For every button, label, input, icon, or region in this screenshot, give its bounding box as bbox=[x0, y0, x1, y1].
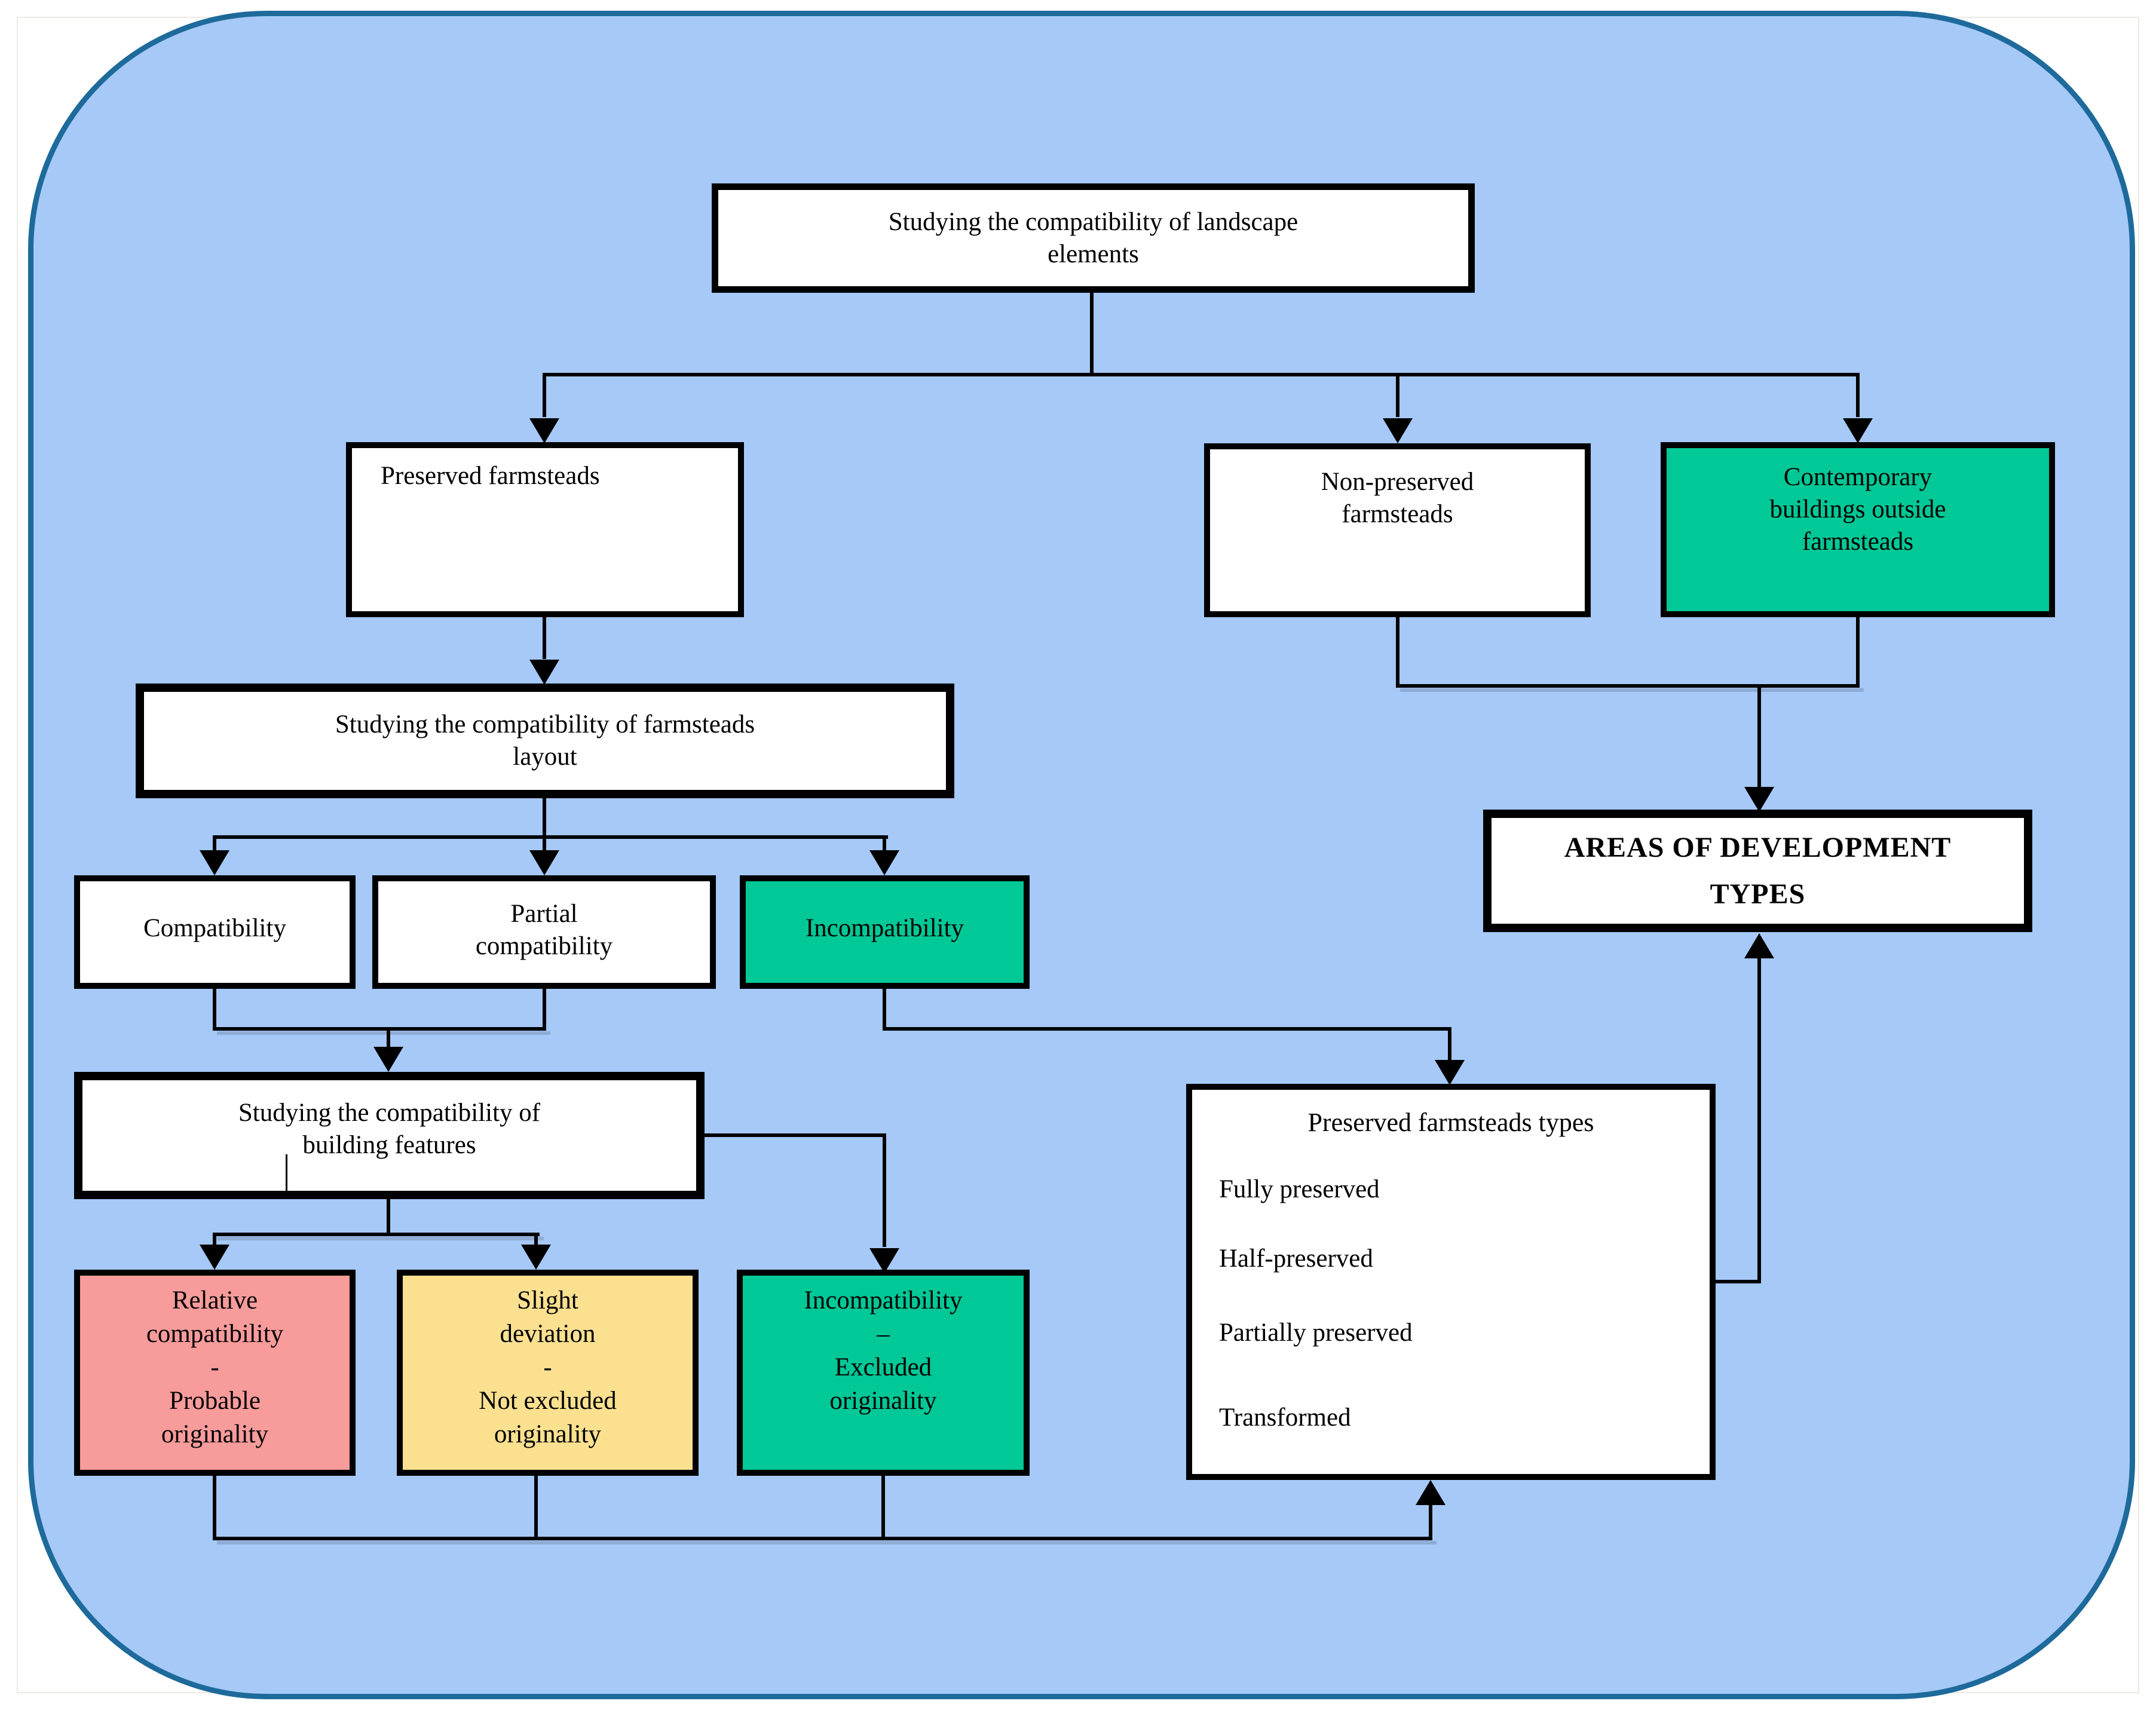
arrowhead-into-preserved-types-top bbox=[1435, 1060, 1465, 1085]
node-building-features: Studying the compatibility of building f… bbox=[74, 1072, 705, 1199]
list-item-transformed: Transformed bbox=[1219, 1403, 1351, 1432]
connector-preserved-to-layout bbox=[543, 617, 546, 659]
node-preserved-farmsteads: Preserved farmsteads bbox=[346, 442, 744, 617]
connector-excluded-down bbox=[881, 1476, 885, 1540]
list-item-partially-preserved: Partially preserved bbox=[1219, 1319, 1413, 1347]
connector-building-right bbox=[705, 1133, 886, 1137]
arrowhead-into-incompatibility bbox=[869, 850, 899, 875]
connector-top-branch bbox=[543, 373, 1860, 376]
node-preserved-farmsteads-label: Preserved farmsteads bbox=[381, 462, 600, 490]
node-incompatibility: Incompatibility bbox=[740, 875, 1030, 989]
node-partial-compatibility-label: Partial compatibility bbox=[475, 900, 613, 960]
arrowhead-into-building-features bbox=[373, 1047, 403, 1072]
arrowhead-into-areas-top bbox=[1744, 787, 1774, 812]
connector-row3-branch bbox=[213, 835, 888, 839]
connector-merge-stem bbox=[387, 1027, 390, 1048]
node-contemporary-buildings: Contemporary buildings outside farmstead… bbox=[1661, 442, 2055, 617]
connector-building-branch bbox=[213, 1233, 540, 1236]
arrowhead-into-areas-bottom bbox=[1744, 933, 1774, 958]
node-preserved-types-title: Preserved farmsteads types bbox=[1307, 1108, 1594, 1137]
connector-incompatibility-drop bbox=[1448, 1027, 1451, 1060]
arrowhead-into-compatibility bbox=[200, 850, 229, 875]
connector-bottom-collector bbox=[213, 1537, 1432, 1540]
node-partial-compatibility: Partial compatibility bbox=[372, 875, 716, 989]
connector-building-right-drop bbox=[883, 1133, 886, 1247]
node-preserved-types: Preserved farmsteads types Fully preserv… bbox=[1186, 1084, 1716, 1480]
list-item-fully-preserved: Fully preserved bbox=[1219, 1175, 1380, 1203]
node-relative-compatibility: Relative compatibility - Probable origin… bbox=[74, 1270, 356, 1476]
arrowhead-into-preserved-types-bottom bbox=[1416, 1480, 1446, 1505]
connector-types-up bbox=[1757, 958, 1761, 1283]
arrowhead-into-pink bbox=[200, 1245, 229, 1270]
list-item-half-preserved: Half-preserved bbox=[1219, 1245, 1373, 1273]
node-contemporary-buildings-label: Contemporary buildings outside farmstead… bbox=[1769, 463, 1946, 556]
node-areas-of-development-label: AREAS OF DEVELOPMENT TYPES bbox=[1564, 831, 1952, 910]
arrowhead-into-non-preserved bbox=[1383, 418, 1413, 443]
connector-drop-pink bbox=[213, 1233, 216, 1248]
arrowhead-into-preserved bbox=[529, 418, 559, 443]
node-incompatibility-label: Incompatibility bbox=[805, 914, 964, 942]
node-landscape-elements-label: Studying the compatibility of landscape … bbox=[888, 207, 1298, 268]
connector-building-stem bbox=[387, 1199, 390, 1236]
connector-contemporary-down bbox=[1856, 617, 1860, 688]
node-slight-deviation: Slight deviation - Not excluded original… bbox=[397, 1270, 699, 1476]
connector-drop-partial bbox=[543, 835, 546, 850]
arrowhead-into-yellow bbox=[521, 1245, 551, 1270]
arrowhead-into-excluded bbox=[869, 1248, 899, 1273]
node-incompatibility-excluded: Incompatibility – Excluded originality bbox=[737, 1270, 1030, 1476]
node-compatibility-label: Compatibility bbox=[143, 914, 286, 942]
node-slight-deviation-label: Slight deviation - Not excluded original… bbox=[479, 1286, 617, 1448]
connector-non-preserved-down bbox=[1396, 617, 1399, 688]
artifact-tick-line bbox=[286, 1154, 287, 1197]
node-farmsteads-layout: Studying the compatibility of farmsteads… bbox=[136, 684, 954, 798]
node-incompatibility-excluded-label: Incompatibility – Excluded originality bbox=[804, 1286, 963, 1415]
node-landscape-elements: Studying the compatibility of landscape … bbox=[712, 183, 1475, 293]
arrowhead-into-layout bbox=[529, 660, 559, 685]
connector-collector-up bbox=[1429, 1505, 1432, 1538]
connector-types-right bbox=[1716, 1280, 1761, 1283]
connector-drop-compatibility bbox=[213, 835, 216, 850]
node-compatibility: Compatibility bbox=[74, 875, 356, 989]
connector-right-merge bbox=[1396, 684, 1860, 688]
connector-yellow-down bbox=[534, 1476, 538, 1540]
connector-drop-yellow bbox=[534, 1233, 538, 1248]
node-non-preserved-farmsteads-label: Non-preserved farmsteads bbox=[1321, 468, 1474, 528]
connector-pink-down bbox=[213, 1476, 216, 1540]
connector-layout-stem bbox=[543, 798, 546, 839]
connector-right-merge-stem bbox=[1757, 684, 1761, 787]
arrowhead-into-contemporary bbox=[1843, 418, 1873, 443]
connector-drop-contemporary bbox=[1856, 373, 1860, 417]
node-farmsteads-layout-label: Studying the compatibility of farmsteads… bbox=[335, 710, 755, 771]
connector-incompatibility-down bbox=[883, 989, 886, 1031]
node-non-preserved-farmsteads: Non-preserved farmsteads bbox=[1204, 443, 1591, 617]
connector-top-stem bbox=[1090, 293, 1094, 375]
connector-drop-preserved bbox=[543, 373, 546, 417]
connector-drop-non-preserved bbox=[1396, 373, 1399, 417]
node-areas-of-development: AREAS OF DEVELOPMENT TYPES bbox=[1483, 810, 2032, 932]
connector-partial-down bbox=[543, 989, 546, 1031]
connector-incompatibility-horizontal bbox=[883, 1027, 1451, 1031]
connector-drop-incompatibility bbox=[883, 835, 886, 850]
arrowhead-into-partial bbox=[529, 850, 559, 875]
node-building-features-label: Studying the compatibility of building f… bbox=[238, 1099, 541, 1159]
connector-merge-horizontal bbox=[213, 1027, 546, 1031]
node-relative-compatibility-label: Relative compatibility - Probable origin… bbox=[146, 1286, 284, 1448]
connector-compatibility-down bbox=[213, 989, 216, 1031]
